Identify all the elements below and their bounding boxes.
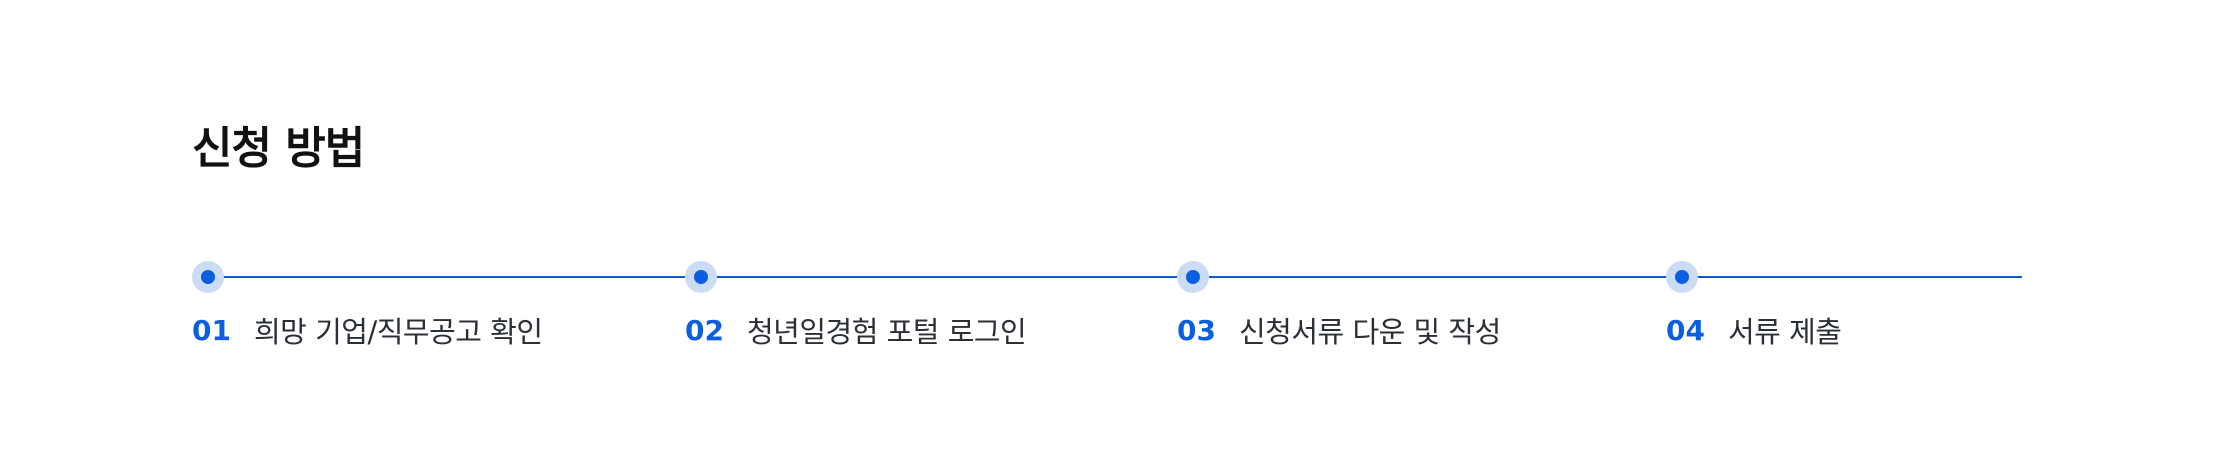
step-list: 01 희망 기업/직무공고 확인 02 청년일경험 포털 로그인 03 신청서류… <box>0 308 2216 352</box>
dot-icon <box>201 270 215 284</box>
step-label: 서류 제출 <box>1728 315 1842 349</box>
step-4-marker-icon <box>1666 261 1698 293</box>
step-item-3: 03 신청서류 다운 및 작성 <box>1177 308 1501 352</box>
dot-icon <box>694 270 708 284</box>
timeline-line <box>207 276 2022 278</box>
step-number: 04 <box>1666 313 1705 347</box>
step-1-marker-icon <box>192 261 224 293</box>
step-3-marker-icon <box>1177 261 1209 293</box>
step-number: 03 <box>1177 313 1216 347</box>
dot-icon <box>1186 270 1200 284</box>
step-item-2: 02 청년일경험 포털 로그인 <box>685 308 1027 352</box>
progress-timeline <box>192 261 2022 293</box>
step-number: 02 <box>685 313 724 347</box>
section-title: 신청 방법 <box>192 123 365 174</box>
dot-icon <box>1675 270 1689 284</box>
step-2-marker-icon <box>685 261 717 293</box>
step-number: 01 <box>192 313 231 347</box>
step-label: 청년일경험 포털 로그인 <box>747 315 1027 349</box>
step-item-1: 01 희망 기업/직무공고 확인 <box>192 308 543 352</box>
step-label: 신청서류 다운 및 작성 <box>1239 315 1501 349</box>
step-label: 희망 기업/직무공고 확인 <box>254 315 543 349</box>
step-item-4: 04 서류 제출 <box>1666 308 1842 352</box>
